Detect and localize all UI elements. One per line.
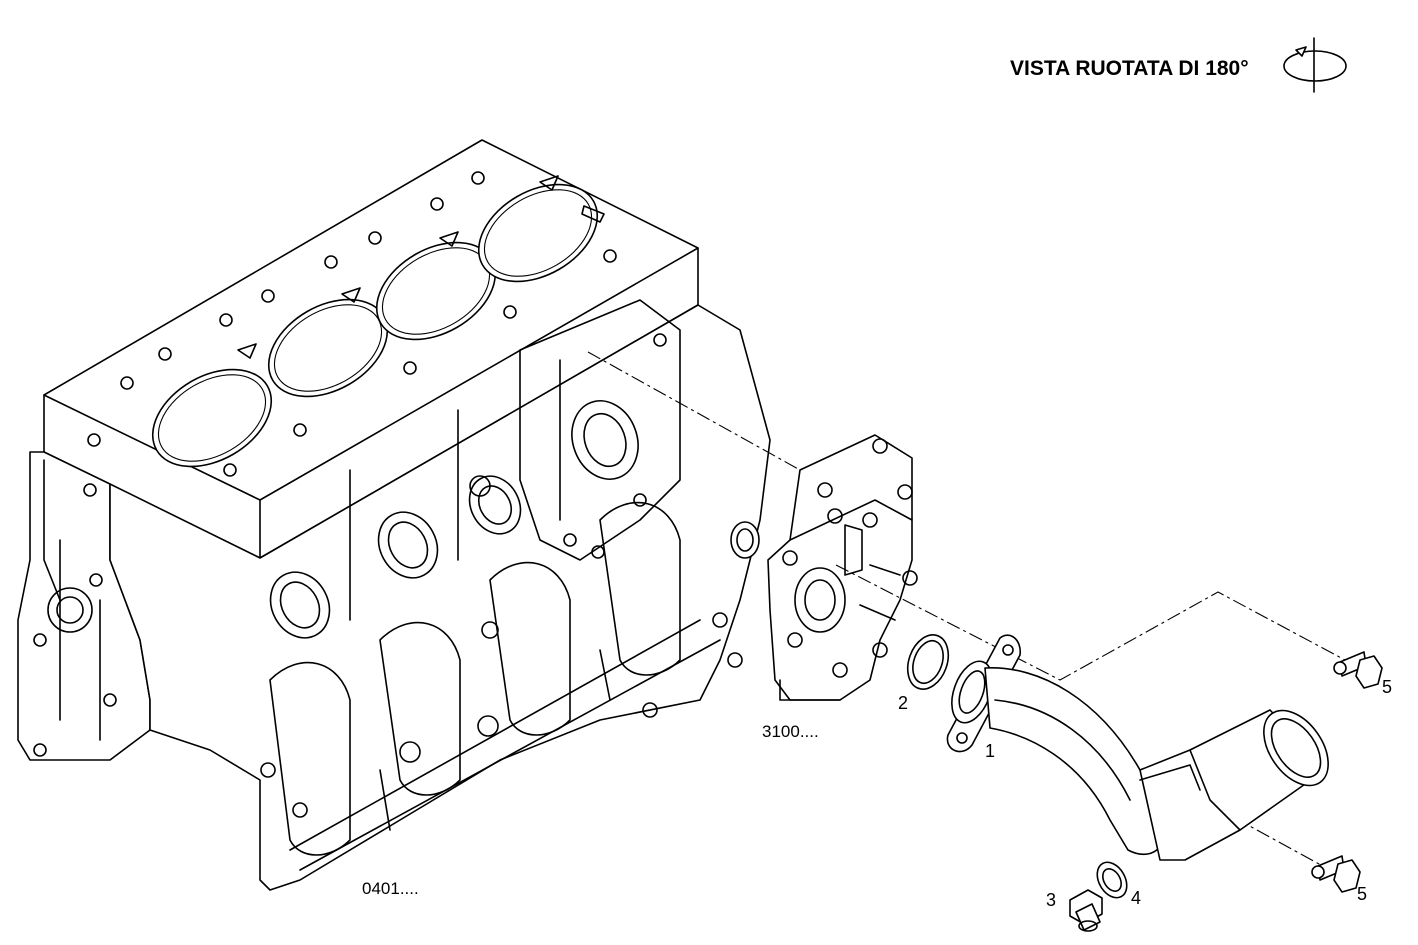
view-rotation-note: VISTA RUOTATA DI 180° (1010, 57, 1249, 80)
callout-4: 4 (1131, 888, 1141, 908)
callout-5-upper: 5 (1382, 677, 1392, 697)
rear-cover-plate (767, 434, 918, 701)
callout-cover-ref: 3100.... (762, 722, 819, 741)
flange-bolt-lower (1311, 855, 1361, 893)
callout-3: 3 (1046, 890, 1056, 910)
assembly-axis-bolt-upper (835, 564, 1346, 681)
callout-5-lower: 5 (1357, 884, 1367, 904)
rotate-180-icon (1283, 37, 1347, 93)
sealing-washer (1096, 861, 1128, 899)
assembly-axis-bolt-lower (1234, 817, 1331, 871)
callout-2: 2 (898, 693, 908, 713)
callout-1: 1 (985, 741, 995, 761)
drain-plug (1069, 889, 1103, 932)
engine-block: FPT (17, 139, 771, 891)
assembly-axis-cover (587, 351, 801, 471)
o-ring-seal (906, 634, 950, 690)
flange-bolt-upper (1333, 651, 1383, 689)
oil-suction-pipe (946, 634, 1329, 861)
callout-block-ref: 0401.... (362, 879, 419, 898)
